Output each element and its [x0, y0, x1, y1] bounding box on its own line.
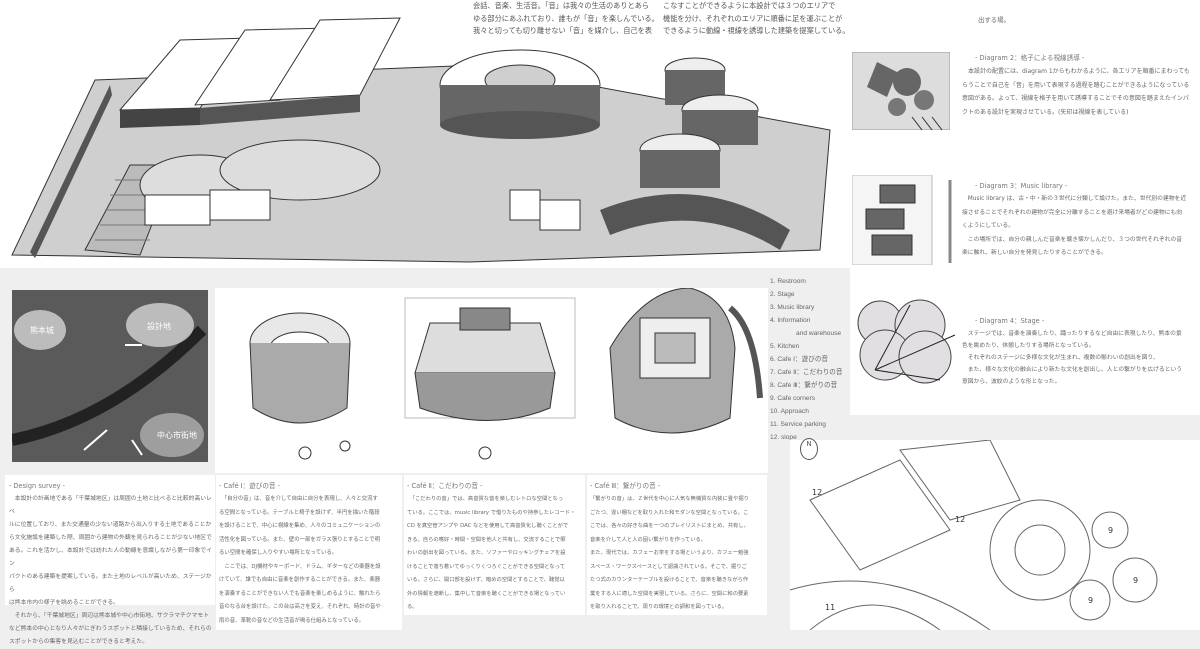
- legend-item: 6. Cafe Ⅰ：遊びの音: [770, 356, 829, 363]
- cafe2-panel: - Café Ⅱ：こだわりの音 - 「こだわりの音」では、高音質な音を楽しむレト…: [404, 475, 585, 615]
- cafe3-panel: - Café Ⅲ：繋がりの音 - 「繋がりの音」は、Ｚ世代を中心に人気な無機質な…: [587, 475, 767, 615]
- site-plan-drawing: 12 12 11 9 9 9: [790, 440, 1158, 630]
- diagram2-body: 本設計の配置には、diagram 1からもわかるように、各エリアを順番にまわって…: [962, 68, 1190, 116]
- diagram4-title: - Diagram 4：Stage -: [975, 317, 1045, 325]
- legend-item: 12. slope: [770, 434, 797, 441]
- diagram2-figure: [852, 52, 950, 130]
- diagram-panel: 出する場。 - Diagram 2：格子による視線誘導 - 本設計の配置には、d…: [850, 0, 1200, 415]
- cafe1-title: - Café Ⅰ：遊びの音 -: [219, 482, 280, 490]
- diagram3-body: Music library は、古・中・新の３世代に分類して設けた。また、世代別…: [962, 196, 1187, 256]
- cafe3-drawing: [609, 288, 763, 434]
- plan-label: 9: [1133, 576, 1138, 585]
- site-plan: 12 12 11 9 9 9: [790, 440, 1200, 630]
- intro-text-panel: 会話、音楽、生活音。「音」は我々の生活のありとあら ゆる部分にあふれており、誰も…: [470, 0, 850, 40]
- axonometric-drawing: [11, 17, 831, 263]
- room-legend: 1. Restroom 2. Stage 3. Music library 4.…: [770, 275, 850, 444]
- aerial-label-site: 設計地: [147, 321, 171, 331]
- cafe2-drawing: [404, 297, 576, 460]
- cafe3-title: - Café Ⅲ：繋がりの音 -: [590, 482, 661, 490]
- intro-col-2: こなすことができるように本設計では３つのエリアで 機能を分け、それぞれのエリアに…: [663, 1, 850, 35]
- cafe1-panel: - Café Ⅰ：遊びの音 - 「自分の音」は、音を介して自由に自分を表現し、人…: [216, 475, 402, 630]
- legend-item: 9. Cafe corners: [770, 395, 816, 402]
- axonometric-panel: [0, 0, 850, 268]
- legend-item: and warehouse: [796, 330, 842, 337]
- diagram1-tail: 出する場。: [978, 16, 1010, 24]
- diagram3-figure: [852, 175, 952, 265]
- aerial-photo: 熊本城 設計地 中心市街地: [12, 290, 208, 462]
- legend-item: 4. Information: [770, 317, 811, 324]
- diagram3-title: - Diagram 3：Music library -: [975, 182, 1068, 190]
- diagram4-figure: [857, 299, 956, 384]
- cafe3-body: 「繋がりの音」は、Ｚ世代を中心に人気な無機質な内装に畳や掘り ごたつ、違い棚など…: [590, 496, 749, 610]
- cafe1-drawing: [249, 312, 351, 460]
- legend-item: 3. Music library: [770, 304, 815, 311]
- north-label: N: [806, 440, 812, 448]
- intro-col-1: 会話、音楽、生活音。「音」は我々の生活のありとあら ゆる部分にあふれており、誰も…: [473, 1, 659, 35]
- cafe2-title: - Café Ⅱ：こだわりの音 -: [407, 482, 483, 490]
- design-survey-title: - Design survey -: [9, 482, 65, 490]
- legend-item: 5. Kitchen: [770, 343, 800, 350]
- plan-label: 9: [1088, 596, 1093, 605]
- plan-label: 9: [1108, 526, 1113, 535]
- cafe-drawings: [249, 288, 763, 460]
- diagram4-body: ステージでは、音楽を演奏したり、踊ったりするなど自由に表現したり、熊本の景 色を…: [962, 331, 1183, 385]
- legend-item: 11. Service parking: [770, 421, 826, 428]
- cafe-perspectives: [215, 288, 768, 473]
- plan-label: 11: [825, 603, 835, 612]
- cafe1-body: 「自分の音」は、音を介して自由に自分を表現し、人々と交流す る空間となっている。…: [219, 496, 381, 624]
- aerial-map: 熊本城 設計地 中心市街地: [12, 290, 208, 462]
- design-survey-panel: - Design survey - 本設計の計画地である「千葉城地区」は周囲の土…: [5, 475, 215, 645]
- legend-item: 10. Approach: [770, 408, 809, 415]
- design-survey-body: 本設計の計画地である「千葉城地区」は周囲の土地と比べると比較的高いレベ ルに位置…: [9, 496, 212, 645]
- legend-item: 2. Stage: [770, 291, 795, 298]
- aerial-label-castle: 熊本城: [30, 325, 54, 335]
- aerial-label-downtown: 中心市街地: [157, 430, 197, 440]
- legend-item: 7. Cafe Ⅱ：こだわりの音: [770, 369, 843, 376]
- plan-label: 12: [955, 515, 965, 524]
- legend-item: 8. Cafe Ⅲ：繋がりの音: [770, 382, 838, 389]
- diagram2-title: - Diagram 2：格子による視線誘導 -: [975, 54, 1085, 62]
- cafe2-body: 「こだわりの音」では、高音質な音を楽しむレトロな空間となっ ている。ここでは、m…: [407, 496, 576, 610]
- plan-label: 12: [812, 488, 822, 497]
- legend-item: 1. Restroom: [770, 278, 806, 285]
- north-arrow-icon: N: [800, 438, 818, 460]
